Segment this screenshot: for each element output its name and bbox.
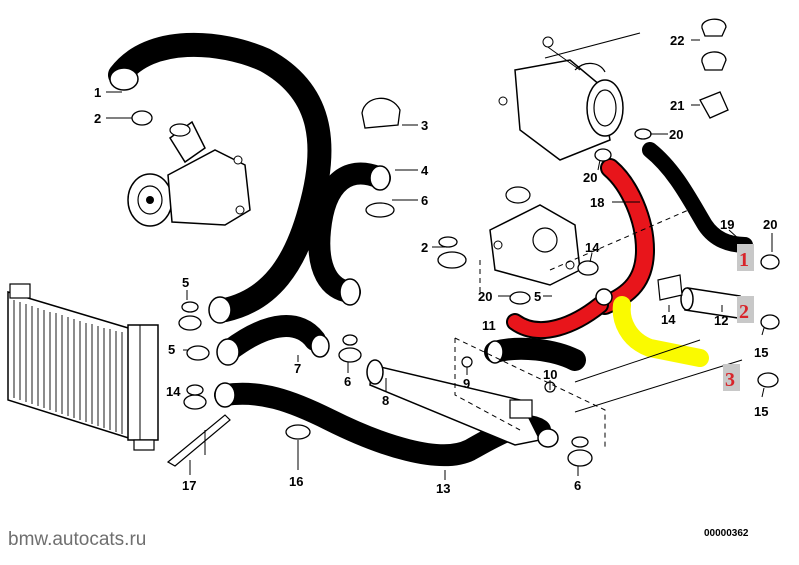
- upper-hose: [108, 32, 332, 324]
- marker-3: 3: [725, 369, 735, 391]
- callout-10: 10: [543, 367, 557, 382]
- pipe-12: [680, 287, 741, 319]
- pipe-8: [366, 359, 559, 448]
- callout-20: 20: [669, 127, 683, 142]
- callout-20: 20: [583, 170, 597, 185]
- callout-1: 1: [94, 85, 101, 100]
- callout-12: 12: [714, 313, 728, 328]
- callout-8: 8: [382, 393, 389, 408]
- hose-18-red: [597, 160, 654, 313]
- marker-2-bg: [737, 296, 754, 323]
- callout-20: 20: [478, 289, 492, 304]
- hose-14-right: [657, 274, 683, 301]
- callout-13: 13: [436, 481, 450, 496]
- callout-19: 19: [720, 217, 734, 232]
- callout-3: 3: [421, 118, 428, 133]
- hose-18-highlight: [506, 158, 656, 339]
- marker-1-bg: [737, 244, 754, 271]
- callout-4: 4: [421, 163, 429, 178]
- hose-19: [642, 142, 753, 253]
- radiator: [7, 283, 159, 451]
- callout-14: 14: [661, 312, 676, 327]
- callout-20: 20: [763, 217, 777, 232]
- callout-6: 6: [344, 374, 351, 389]
- marker-2: 2: [739, 301, 749, 323]
- callout-21: 21: [670, 98, 684, 113]
- callout-9: 9: [463, 376, 470, 391]
- callout-17: 17: [182, 478, 196, 493]
- throttle-body: [498, 32, 641, 161]
- hose-4: [308, 162, 391, 306]
- callout-5: 5: [168, 342, 175, 357]
- hose-11: [484, 337, 586, 371]
- callout-15: 15: [754, 404, 768, 419]
- callout-14: 14: [166, 384, 181, 399]
- hose-11-red: [508, 298, 607, 337]
- callout-5: 5: [182, 275, 189, 290]
- yellow-highlight: [612, 296, 709, 367]
- callout-7: 7: [294, 361, 301, 376]
- diagram-code: 00000362: [704, 528, 749, 539]
- marker-1: 1: [739, 249, 749, 271]
- callout-2: 2: [421, 240, 428, 255]
- bolts: [461, 356, 556, 393]
- callout-16: 16: [289, 474, 303, 489]
- reference-lines: [454, 204, 743, 450]
- bracket-17: [166, 414, 231, 467]
- thermostat-housing: [489, 186, 581, 286]
- callout-18: 18: [590, 195, 604, 210]
- highlight-markers: 1 2 3: [723, 244, 754, 391]
- watermark-site: bmw.autocats.ru: [8, 529, 146, 550]
- marker-3-bg: [723, 364, 740, 391]
- callout-5: 5: [534, 289, 541, 304]
- callout-22: 22: [670, 33, 684, 48]
- footer: bmw.autocats.ru 00000362: [8, 528, 749, 550]
- callout-15: 15: [754, 345, 768, 360]
- callout-numbers: 1 2 3 4 6 2 5 5 14 7 6 8 9 10 17 16 13 6…: [94, 33, 777, 496]
- callout-2: 2: [94, 111, 101, 126]
- callout-6: 6: [421, 193, 428, 208]
- water-pump: [127, 120, 251, 227]
- callout-11: 11: [482, 318, 496, 333]
- callout-14: 14: [585, 240, 600, 255]
- hose-7: [216, 315, 330, 366]
- leader-lines: [106, 39, 773, 480]
- clamps: [131, 18, 780, 467]
- callout-6: 6: [574, 478, 581, 493]
